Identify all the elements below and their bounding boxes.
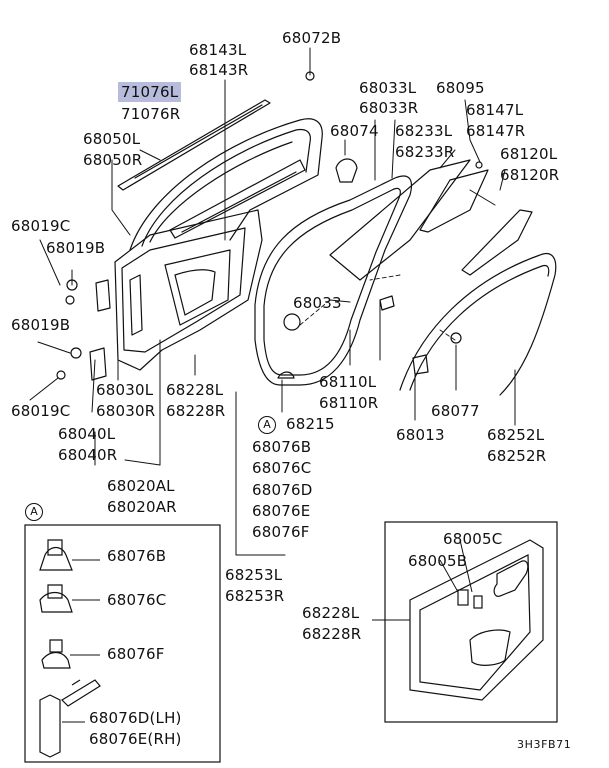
part-68076D-box-label: 68076D(LH) — [89, 709, 182, 727]
door-frame-shape — [114, 118, 323, 371]
part-68040R-label: 68040R — [58, 446, 118, 464]
inset-box-trim — [372, 521, 558, 723]
weatherstrip-strip-shape — [117, 99, 271, 191]
part-68050L-label: 68050L — [83, 130, 141, 148]
part-68253R-label: 68253R — [225, 587, 285, 605]
part-68228R-inset-label: 68228R — [302, 625, 362, 643]
part-68076E-list-label: 68076E — [252, 502, 311, 520]
part-68110R-label: 68110R — [319, 394, 379, 412]
part-68033-label: 68033 — [293, 294, 342, 312]
part-68033L-label: 68033L — [359, 79, 417, 97]
door-seal-shape — [254, 175, 413, 386]
part-68253L-label: 68253L — [225, 566, 283, 584]
part-68228L-inset-label: 68228L — [302, 604, 360, 622]
part-71076R-label: 71076R — [121, 105, 181, 123]
part-68074-label: 68074 — [330, 122, 379, 140]
clip-fasteners-shape — [56, 71, 483, 381]
part-68050R-label: 68050R — [83, 151, 143, 169]
part-68233R-label: 68233R — [395, 143, 455, 161]
part-68076E-box-label: 68076E(RH) — [89, 730, 182, 748]
part-68228L-label: 68228L — [166, 381, 224, 399]
part-68019C-top-label: 68019C — [11, 217, 71, 235]
part-68005B-label: 68005B — [408, 552, 468, 570]
part-68147L-label: 68147L — [466, 101, 524, 119]
part-68076F-box-label: 68076F — [107, 645, 165, 663]
part-68233L-label: 68233L — [395, 122, 453, 140]
part-68030L-label: 68030L — [96, 381, 154, 399]
part-71076L-label-highlighted: 71076L — [118, 82, 182, 102]
part-68147R-label: 68147R — [466, 122, 526, 140]
part-68072B-label: 68072B — [282, 29, 342, 47]
part-68215-label: 68215 — [286, 415, 335, 433]
part-68077-label: 68077 — [431, 402, 480, 420]
part-68076B-list-label: 68076B — [252, 438, 312, 456]
part-68019B-mid-label: 68019B — [11, 316, 71, 334]
part-68095-label: 68095 — [436, 79, 485, 97]
door-glass-shape — [329, 159, 533, 281]
leader-lines — [29, 47, 516, 556]
outer-weatherstrip-shape — [399, 253, 557, 396]
diagram-reference-code: 3H3FB71 — [517, 738, 572, 751]
part-68020AL-label: 68020AL — [107, 477, 175, 495]
part-68120L-label: 68120L — [500, 145, 558, 163]
part-68076D-list-label: 68076D — [252, 481, 313, 499]
inset-box-a — [24, 524, 221, 763]
part-68013-label: 68013 — [396, 426, 445, 444]
part-68020AR-label: 68020AR — [107, 498, 177, 516]
part-68076C-list-label: 68076C — [252, 459, 312, 477]
part-68120R-label: 68120R — [500, 166, 560, 184]
part-68033R-label: 68033R — [359, 99, 419, 117]
part-68019B-top-label: 68019B — [46, 239, 106, 257]
part-68040L-label: 68040L — [58, 425, 116, 443]
callout-a-box: A — [25, 503, 43, 521]
part-68143R-label: 68143R — [189, 61, 249, 79]
part-68110L-label: 68110L — [319, 373, 377, 391]
part-68143L-label: 68143L — [189, 41, 247, 59]
part-68076F-list-label: 68076F — [252, 523, 310, 541]
part-68030R-label: 68030R — [96, 402, 156, 420]
part-68228R-label: 68228R — [166, 402, 226, 420]
part-68019C-bottom-label: 68019C — [11, 402, 71, 420]
part-68252R-label: 68252R — [487, 447, 547, 465]
part-68252L-label: 68252L — [487, 426, 545, 444]
callout-a-main: A — [258, 416, 276, 434]
part-68076C-box-label: 68076C — [107, 591, 167, 609]
part-68005C-label: 68005C — [443, 530, 503, 548]
part-68076B-box-label: 68076B — [107, 547, 167, 565]
